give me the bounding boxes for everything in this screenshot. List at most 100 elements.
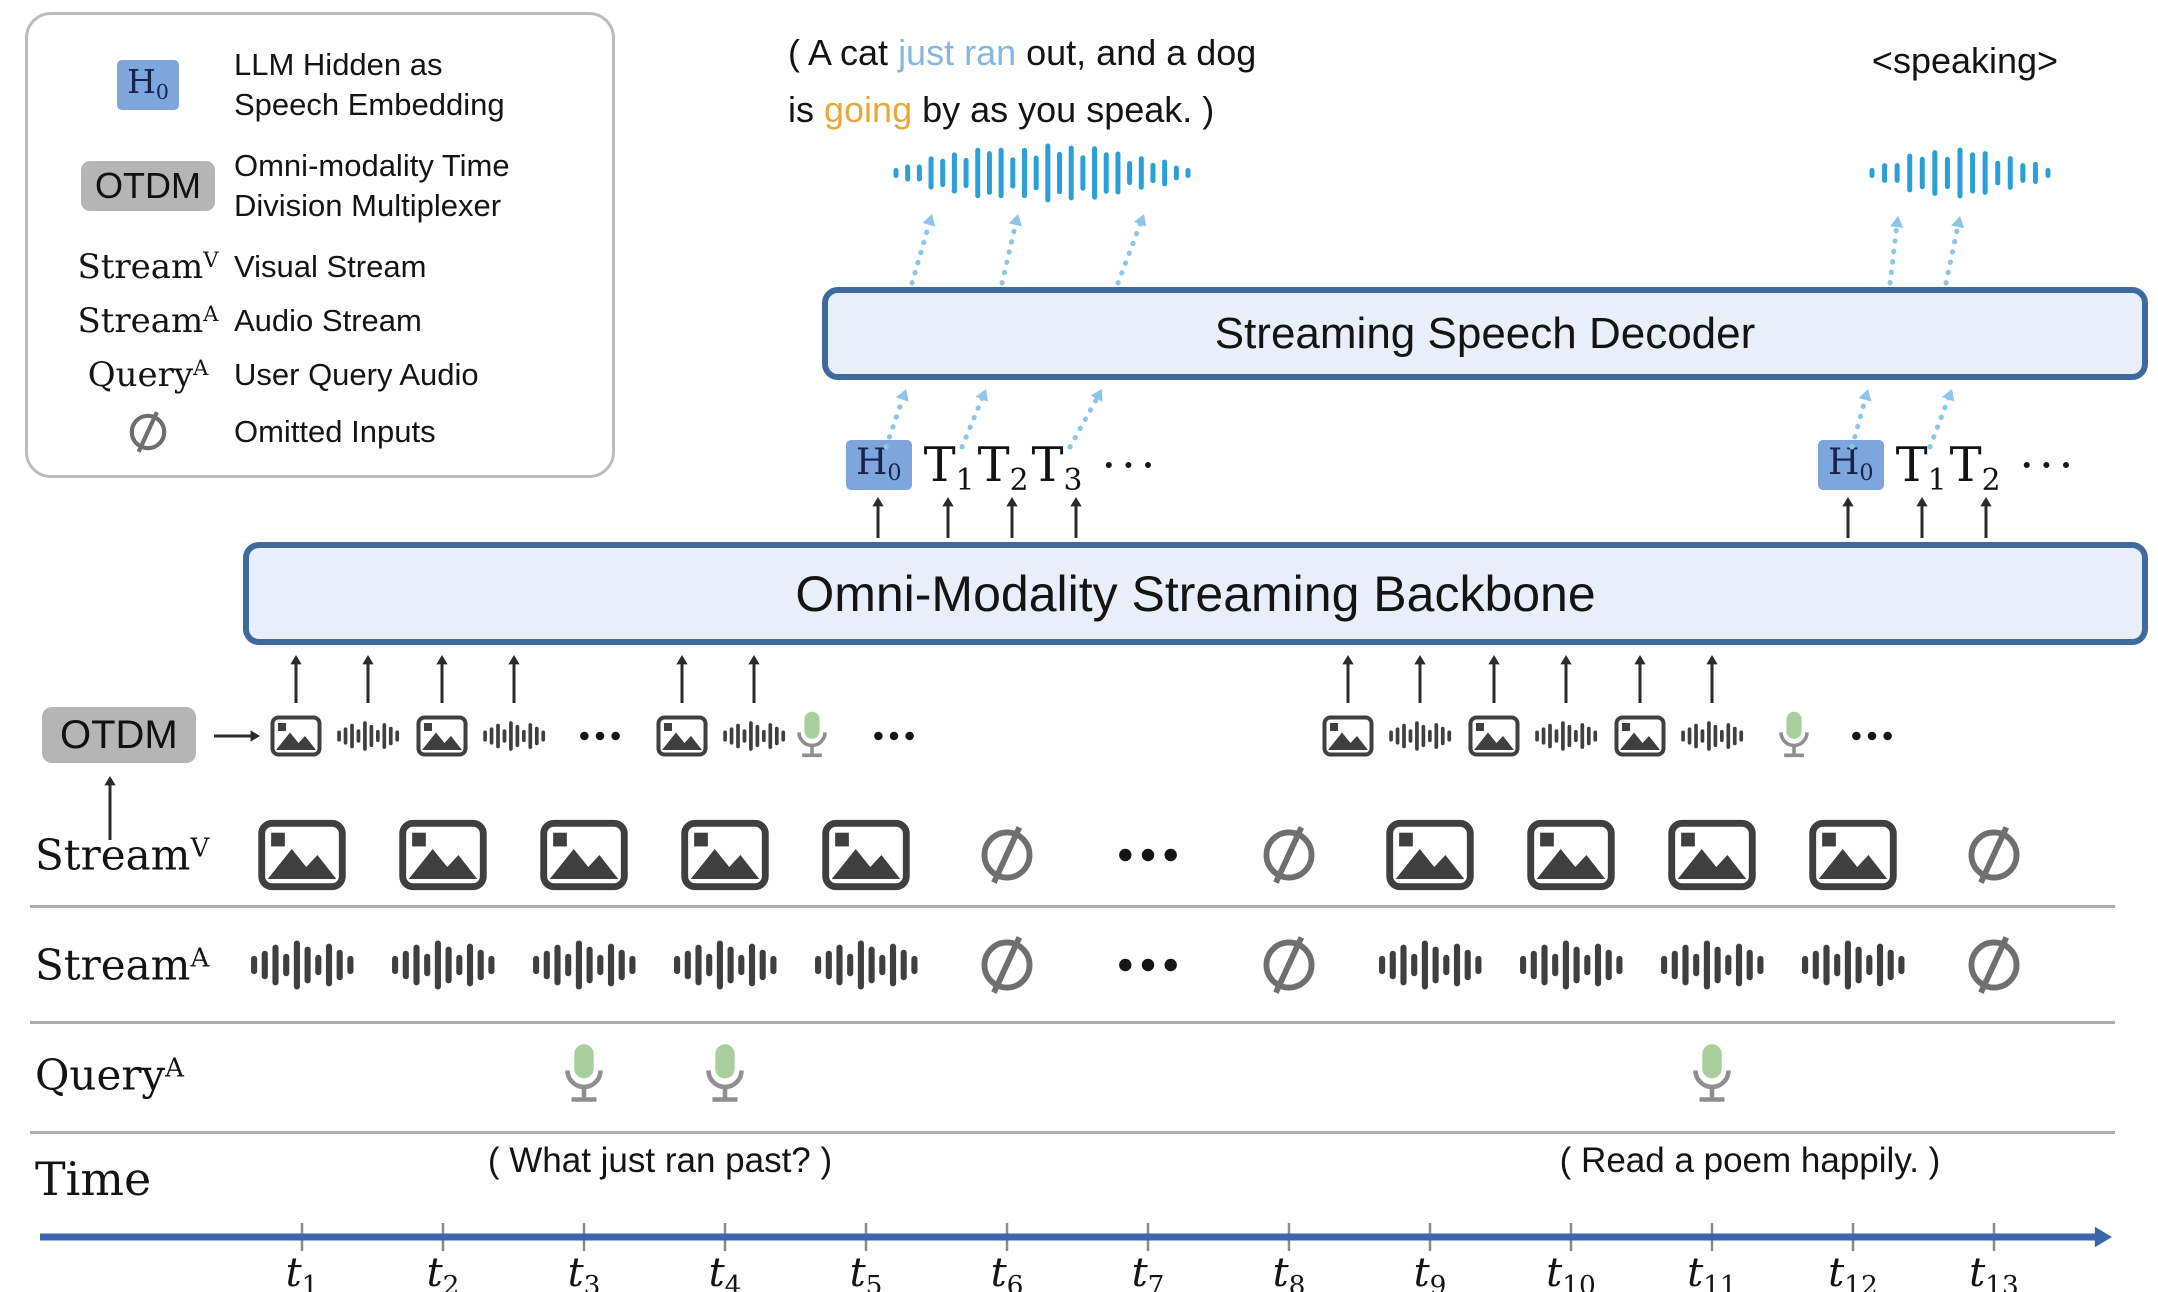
speech-output-text: ( A cat just ran out, and a dog is going… [788, 24, 1256, 138]
wave-icon [1659, 938, 1765, 992]
speech-text-part: just ran [898, 32, 1017, 73]
legend-symbol-cell: OTDM [62, 161, 234, 211]
row-separator [30, 1131, 2115, 1134]
mic-icon [1776, 710, 1812, 762]
speech-waveform-right [1868, 146, 2052, 200]
math-token: t2 [426, 1250, 460, 1292]
math-token: H0 [856, 441, 902, 487]
stream-v-row-label: StreamV [35, 831, 209, 880]
up-arrow [1560, 655, 1572, 703]
timeline-arrow [40, 1226, 2112, 1248]
legend-label: Omitted Inputs [234, 412, 436, 452]
legend-label-line: Division Multiplexer [234, 188, 502, 223]
legend-symbol-cell [62, 409, 234, 455]
image-icon [538, 819, 630, 891]
up-arrow [362, 655, 374, 703]
math-token: QueryA [35, 1050, 184, 1100]
legend-label: Visual Stream [234, 247, 426, 287]
time-label: Time [35, 1152, 152, 1206]
dashed-arrow [1887, 216, 1904, 286]
legend-label: LLM Hidden as Speech Embedding [234, 45, 505, 125]
ellipsis: ··· [1101, 438, 1161, 492]
h0-token-chip: H0 [846, 439, 912, 491]
timeline-tick-label: t13 [1969, 1250, 2019, 1292]
empty-icon [1257, 933, 1321, 997]
legend-box: H0 LLM Hidden as Speech Embedding OTDM O… [25, 12, 615, 478]
legend-item-h0: H0 LLM Hidden as Speech Embedding [62, 45, 612, 125]
up-arrow [1006, 497, 1018, 538]
h0-chip: H0 [117, 60, 179, 110]
timeline-tick-label: t12 [1828, 1250, 1878, 1292]
stream-a-row-label: StreamA [35, 941, 209, 990]
timeline-tick-label: t6 [991, 1250, 1024, 1292]
timeline-tick-label: t7 [1132, 1250, 1165, 1292]
dots-icon [1850, 730, 1894, 742]
up-arrow [1980, 497, 1992, 538]
dashed-arrow [1115, 214, 1147, 286]
up-arrow [290, 655, 302, 703]
speech-text-part: ( A cat [788, 32, 899, 73]
up-arrow [1706, 655, 1718, 703]
math-token: t11 [1687, 1250, 1737, 1292]
math-token: T1 [923, 437, 975, 498]
math-token: StreamA [35, 940, 210, 990]
query-a-row-label: QueryA [35, 1051, 184, 1100]
legend-label-line: Visual Stream [234, 249, 427, 284]
legend-label-line: Speech Embedding [234, 87, 505, 122]
timeline-tick-label: t3 [568, 1250, 601, 1292]
legend-label: Audio Stream [234, 301, 422, 341]
empty-set-icon [125, 409, 171, 455]
h0-sub: 0 [155, 80, 169, 105]
image-icon [679, 819, 771, 891]
math-token: T2 [977, 437, 1029, 498]
wave-icon [1534, 719, 1598, 753]
timeline-tick-label: t4 [709, 1250, 742, 1292]
timeline-tick-label: t5 [850, 1250, 883, 1292]
speech-line-2: is going by as you speak. ) [788, 81, 1256, 138]
math-token: t5 [849, 1250, 883, 1292]
symbol-base: Stream [77, 247, 204, 287]
stream-a-symbol: StreamA [77, 301, 218, 341]
image-icon [256, 819, 348, 891]
dots-icon [872, 730, 916, 742]
empty-icon [975, 933, 1039, 997]
math-token: t3 [567, 1250, 601, 1292]
up-arrow [748, 655, 760, 703]
dots-icon [578, 730, 622, 742]
empty-icon [1257, 823, 1321, 887]
math-token: t13 [1969, 1250, 2019, 1292]
h0-token-chip: H0 [1818, 439, 1884, 491]
up-arrow [436, 655, 448, 703]
math-token: t6 [990, 1250, 1024, 1292]
symbol-sup: A [193, 355, 209, 381]
otdm-legend-chip: OTDM [81, 161, 215, 211]
symbol-sup: V [203, 247, 219, 273]
up-arrow [942, 497, 954, 538]
query-caption: ( Read a poem happily. ) [1559, 1141, 1941, 1180]
image-icon [1468, 715, 1520, 757]
up-arrow [872, 497, 884, 538]
wave-icon [482, 719, 546, 753]
math-token: T1 [1895, 437, 1947, 498]
up-arrow [1488, 655, 1500, 703]
math-token: t1 [285, 1250, 319, 1292]
wave-icon [1388, 719, 1452, 753]
legend-label: User Query Audio [234, 355, 479, 395]
speech-line-1: ( A cat just ran out, and a dog [788, 24, 1256, 81]
legend-label-line: Omni-modality Time [234, 148, 510, 183]
empty-icon [1962, 933, 2026, 997]
up-arrow [1342, 655, 1354, 703]
dashed-arrow [909, 214, 936, 286]
math-token: T3 [1031, 437, 1083, 498]
legend-item-omitted: Omitted Inputs [62, 409, 612, 455]
up-arrow [1634, 655, 1646, 703]
image-icon [820, 819, 912, 891]
otdm-chip: OTDM [42, 707, 196, 763]
stream-v-symbol: StreamV [77, 247, 218, 287]
legend-label-line: LLM Hidden as [234, 47, 443, 82]
waveform-graphic [893, 143, 1191, 203]
